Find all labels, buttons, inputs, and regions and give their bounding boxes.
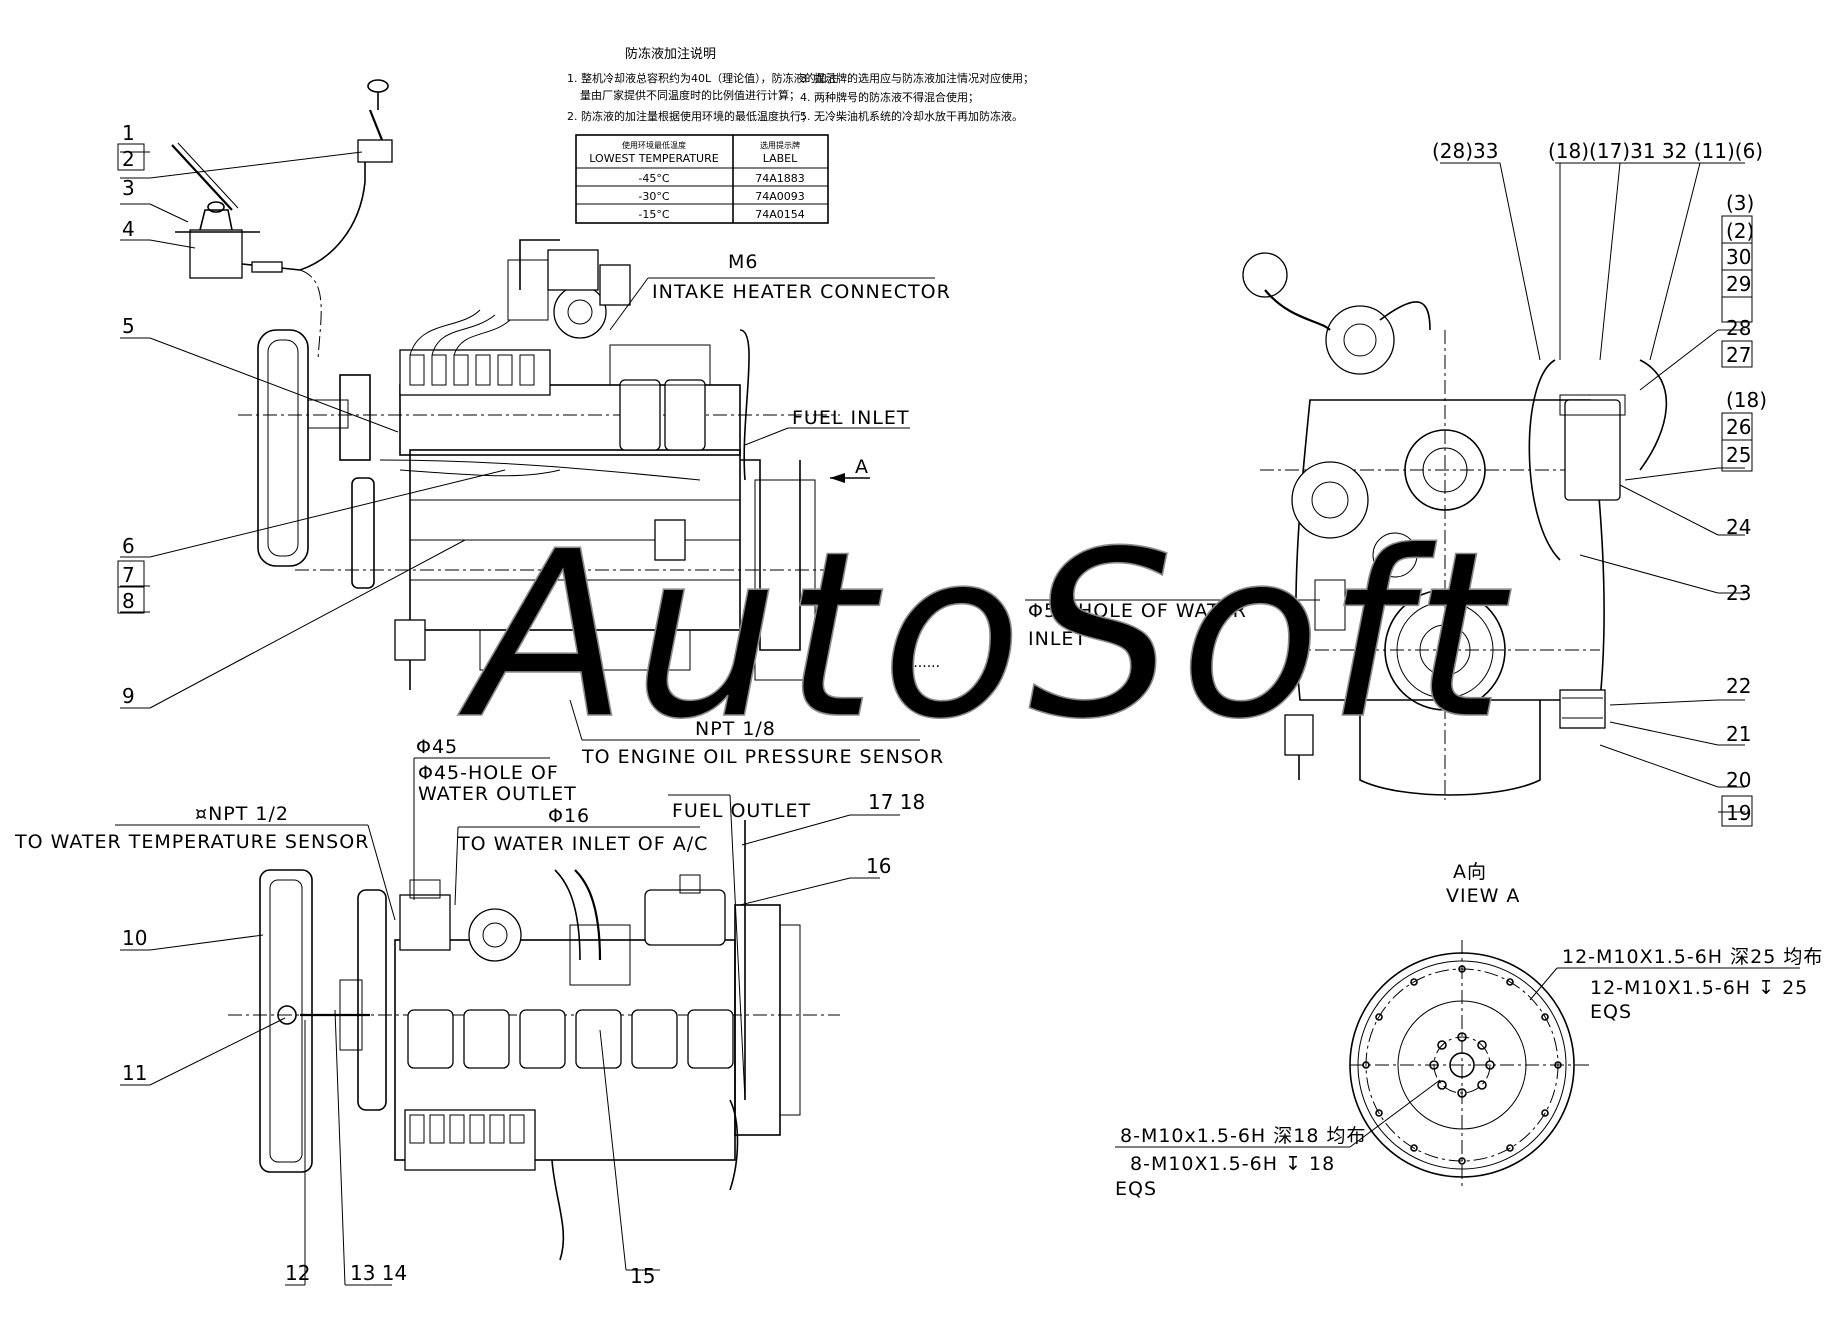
table-cell-temp: -30°C — [638, 190, 669, 203]
leader-lines-left — [120, 151, 900, 1286]
item-9: 9 — [122, 684, 135, 708]
notes-title: 防冻液加注说明 — [625, 46, 716, 62]
view-arrow-a: A — [855, 456, 869, 478]
water-inlet-ac-label: TO WATER INLET OF A/C — [457, 833, 708, 855]
item-2-ref: (2) — [1726, 219, 1754, 243]
antifreeze-notes: 防冻液加注说明 1. 整机冷却液总容积约为40L（理论值），防冻液的加注 量由厂… — [567, 46, 1034, 123]
note-1b: 量由厂家提供不同温度时的比例值进行计算； — [580, 88, 800, 102]
item-27: 27 — [1726, 343, 1751, 367]
watermark-small: ......... — [900, 655, 940, 671]
bolt-8-eqs: EQS — [1115, 1178, 1157, 1200]
item-24: 24 — [1726, 515, 1751, 539]
note-4: 4. 两种牌号的防冻液不得混合使用； — [800, 90, 979, 104]
item-8: 8 — [122, 589, 135, 613]
item-21: 21 — [1726, 722, 1751, 746]
item-26: 26 — [1726, 415, 1751, 439]
fuel-inlet-label: FUEL INLET — [792, 407, 909, 429]
table-cell-temp: -15°C — [638, 208, 669, 221]
item-12: 12 — [285, 1261, 310, 1285]
table-cell-temp: -45°C — [638, 172, 669, 185]
table-header-temp-cn: 使用环境最低温度 — [622, 140, 686, 150]
annotations: M6 INTAKE HEATER CONNECTOR FUEL INLET A … — [14, 251, 1823, 1200]
item-13-14: 13 14 — [350, 1261, 407, 1285]
temperature-label-table: 使用环境最低温度 LOWEST TEMPERATURE 选用提示牌 LABEL … — [575, 134, 829, 224]
view-a-label: VIEW A — [1446, 885, 1520, 907]
item-30: 30 — [1726, 245, 1751, 269]
item-22: 22 — [1726, 674, 1751, 698]
table-header-temp: LOWEST TEMPERATURE — [589, 152, 718, 165]
table-header-label-cn: 选用提示牌 — [760, 140, 800, 150]
item-5: 5 — [122, 314, 135, 338]
view-a-flywheel — [1349, 940, 1590, 1190]
bolt-12-eqs: EQS — [1590, 1001, 1632, 1023]
accelerator-control-assembly — [171, 79, 393, 361]
item-25: 25 — [1726, 443, 1751, 467]
npt-1-8-label: NPT 1/8 — [695, 718, 776, 740]
item-numbers-left: 1 2 3 4 5 6 7 8 9 10 11 12 13 14 15 16 1… — [117, 121, 925, 1288]
water-outlet-label-1: Φ45-HOLE OF — [418, 762, 559, 784]
item-3-ref: (3) — [1726, 191, 1754, 215]
injector-row — [409, 354, 535, 386]
item-15: 15 — [630, 1264, 655, 1288]
bolt-12-en: 12-M10X1.5-6H ↧ 25 — [1590, 977, 1808, 999]
bolt-holes-outer — [1362, 965, 1562, 1165]
item-23: 23 — [1726, 581, 1751, 605]
phi58-label-2: INLET — [1028, 628, 1087, 650]
bolt-holes-inner — [1429, 1032, 1495, 1098]
item-10: 10 — [122, 926, 147, 950]
cylinder-head-covers — [407, 1009, 734, 1069]
table-cell-label: 74A0154 — [755, 208, 805, 221]
phi16-label: Φ16 — [548, 805, 590, 827]
fuel-outlet-label: FUEL OUTLET — [672, 800, 811, 822]
item-1: 1 — [122, 121, 135, 145]
intake-heater-label: INTAKE HEATER CONNECTOR — [652, 281, 951, 303]
item-18-ref: (18) — [1726, 388, 1767, 412]
view-a-cn: A向 — [1453, 861, 1487, 883]
item-7: 7 — [122, 563, 135, 587]
item-20: 20 — [1726, 768, 1751, 792]
m6-label: M6 — [728, 251, 758, 273]
item-numbers-right: (28)33 (18)(17)31 32 (11)(6) (3) (2) 30 … — [1432, 139, 1767, 827]
item-11: 11 — [122, 1061, 147, 1085]
item-6: 6 — [122, 534, 135, 558]
note-5: 5. 无冷柴油机系统的冷却水放干再加防冻液。 — [800, 109, 1023, 123]
item-3: 3 — [122, 176, 135, 200]
item-2: 2 — [122, 147, 135, 171]
item-18-17-31-32-11-6: (18)(17)31 32 (11)(6) — [1548, 139, 1763, 163]
bolt-12-cn: 12-M10X1.5-6H 深25 均布 — [1562, 946, 1823, 968]
item-29: 29 — [1726, 272, 1751, 296]
table-header-label: LABEL — [763, 152, 798, 165]
water-temp-sensor-label: TO WATER TEMPERATURE SENSOR — [14, 831, 369, 853]
item-17-18: 17 18 — [868, 790, 925, 814]
item-16: 16 — [866, 854, 891, 878]
note-1a: 1. 整机冷却液总容积约为40L（理论值），防冻液的加注 — [567, 71, 838, 85]
item-28: 28 — [1726, 316, 1751, 340]
watermark: AutoSoft ......... — [456, 502, 1512, 771]
leader-lines-right — [1440, 162, 1745, 813]
phi45-label: Φ45 — [416, 736, 458, 758]
bolt-8-cn: 8-M10x1.5-6H 深18 均布 — [1120, 1125, 1366, 1147]
engine-top-view — [228, 820, 840, 1261]
item-28-33: (28)33 — [1432, 139, 1499, 163]
top-injector-row — [409, 1114, 525, 1144]
table-cell-label: 74A0093 — [755, 190, 805, 203]
item-4: 4 — [122, 217, 135, 241]
item-19: 19 — [1726, 801, 1751, 825]
phi58-label-1: Φ58-HOLE OF WATER — [1028, 600, 1247, 622]
npt-1-2-label: ¤NPT 1/2 — [195, 803, 289, 825]
table-cell-label: 74A1883 — [755, 172, 805, 185]
engine-side-view — [238, 239, 870, 690]
bolt-8-en: 8-M10X1.5-6H ↧ 18 — [1130, 1153, 1335, 1175]
water-outlet-label-2: WATER OUTLET — [418, 783, 577, 805]
note-2: 2. 防冻液的加注量根据使用环境的最低温度执行； — [567, 109, 812, 123]
engine-front-view — [1242, 252, 1668, 800]
watermark-text: AutoSoft — [457, 503, 1512, 770]
oil-pressure-sensor-label: TO ENGINE OIL PRESSURE SENSOR — [581, 746, 944, 768]
note-3: 3. 提示牌的选用应与防冻液加注情况对应使用； — [800, 71, 1034, 85]
